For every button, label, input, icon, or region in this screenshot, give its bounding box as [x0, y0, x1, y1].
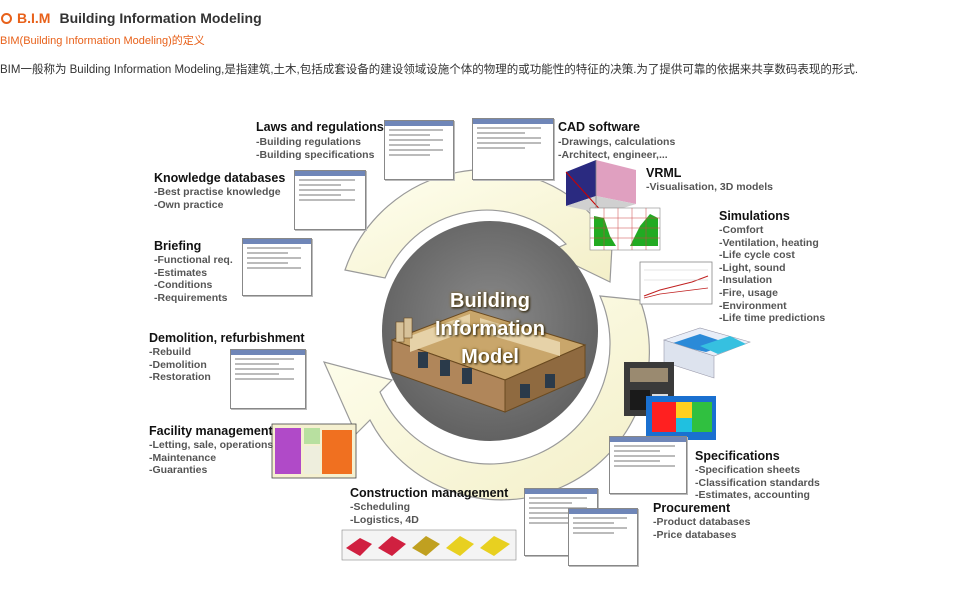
topic-demolition-title: Demolition, refurbishment [149, 331, 305, 345]
topic-item: -Insulation [719, 274, 773, 287]
topic-cad-items: -Drawings, calculations -Architect, engi… [558, 136, 675, 161]
topic-item: -Comfort [719, 224, 764, 236]
topic-item: -Rebuild [149, 346, 191, 358]
topic-item: -Environment [719, 299, 787, 312]
section-subtitle: BIM(Building Information Modeling)的定义 [0, 35, 205, 47]
topic-item: -Fire, usage [719, 286, 778, 299]
topic-vrml-items: -Visualisation, 3D models [646, 181, 773, 194]
ventilation-simulation-thumbnail [663, 327, 751, 379]
laws-document-thumbnail [384, 120, 454, 180]
knowledge-database-thumbnail [294, 170, 366, 230]
topic-item: -Building specifications [256, 148, 375, 161]
center-model-label: Building Information Model [400, 287, 580, 371]
topic-construction-items: -Scheduling -Logistics, 4D [350, 501, 419, 526]
topic-item: -Estimates, accounting [695, 489, 810, 502]
topic-knowledge-title: Knowledge databases [154, 171, 286, 185]
topic-item: -Classification standards [695, 476, 820, 489]
topic-facility-title: Facility management [149, 424, 273, 438]
topic-item: -Logistics, 4D [350, 513, 419, 526]
topic-item: -Functional req. [154, 254, 233, 266]
fire-simulation-thumbnail [646, 396, 716, 440]
topic-item: -Visualisation, 3D models [646, 181, 774, 193]
topic-item: -Requirements [154, 291, 228, 304]
topic-item: -Life time predictions [719, 312, 826, 325]
topic-item: -Life cycle cost [719, 249, 795, 262]
specification-sheet-thumbnail [609, 436, 687, 494]
demolition-software-thumbnail [230, 349, 306, 409]
facility-floorplan-thumbnail [271, 423, 357, 479]
topic-item: -Building regulations [256, 136, 361, 148]
center-label-line1: Building [450, 290, 530, 312]
topic-demolition-items: -Rebuild -Demolition -Restoration [149, 346, 211, 384]
topic-procurement-title: Procurement [653, 501, 731, 515]
topic-simulations-title: Simulations [719, 209, 790, 223]
simulation-chart-thumbnail [639, 261, 713, 305]
cad-software-thumbnail [472, 118, 554, 180]
topic-item: -Demolition [149, 358, 207, 371]
construction-4d-thumbnail [341, 529, 517, 561]
topic-item: -Own practice [154, 198, 224, 211]
topic-item: -Architect, engineer,... [558, 148, 668, 161]
topic-item: -Guaranties [149, 464, 208, 477]
topic-facility-items: -Letting, sale, operations -Maintenance … [149, 439, 273, 477]
topic-item: -Drawings, calculations [558, 136, 676, 148]
page-header: B.I.M Building Information Modeling [0, 8, 262, 28]
topic-simulations-items: -Comfort -Ventilation, heating -Life cyc… [719, 224, 825, 325]
topic-briefing-title: Briefing [154, 239, 202, 253]
circle-bullet-icon [1, 12, 12, 24]
topic-laws-items: -Building regulations -Building specific… [256, 136, 374, 161]
topic-item: -Estimates [154, 266, 208, 279]
topic-laws-title: Laws and regulations [256, 120, 384, 134]
vrml-grid-thumbnail [589, 207, 661, 251]
topic-vrml-title: VRML [646, 166, 682, 180]
briefing-document-thumbnail [242, 238, 312, 296]
topic-specifications-items: -Specification sheets -Classification st… [695, 464, 820, 502]
topic-item: -Specification sheets [695, 464, 801, 476]
center-label-line2: Information [435, 318, 545, 340]
building-model-icon [390, 309, 587, 413]
topic-item: -Product databases [653, 516, 751, 528]
section-tag: B.I.M [17, 10, 51, 26]
topic-construction-title: Construction management [350, 486, 509, 500]
topic-item: -Ventilation, heating [719, 236, 819, 249]
topic-procurement-items: -Product databases -Price databases [653, 516, 750, 541]
description-text: BIM一般称为 Building Information Modeling,是指… [0, 64, 859, 76]
topic-specifications-title: Specifications [695, 449, 780, 463]
vrml-3d-thumbnail [565, 160, 636, 215]
topic-item: -Price databases [653, 528, 737, 541]
center-label-line3: Model [461, 346, 519, 368]
topic-item: -Light, sound [719, 261, 786, 274]
product-sheet-thumbnail [568, 508, 638, 566]
topic-item: -Restoration [149, 371, 211, 384]
topic-item: -Maintenance [149, 451, 217, 464]
topic-item: -Letting, sale, operations [149, 439, 274, 451]
topic-item: -Conditions [154, 279, 213, 292]
topic-item: -Scheduling [350, 501, 411, 513]
page-title: Building Information Modeling [59, 10, 262, 26]
topic-briefing-items: -Functional req. -Estimates -Conditions … [154, 254, 233, 304]
topic-cad-title: CAD software [558, 120, 640, 134]
topic-item: -Best practise knowledge [154, 186, 281, 198]
topic-knowledge-items: -Best practise knowledge -Own practice [154, 186, 281, 211]
